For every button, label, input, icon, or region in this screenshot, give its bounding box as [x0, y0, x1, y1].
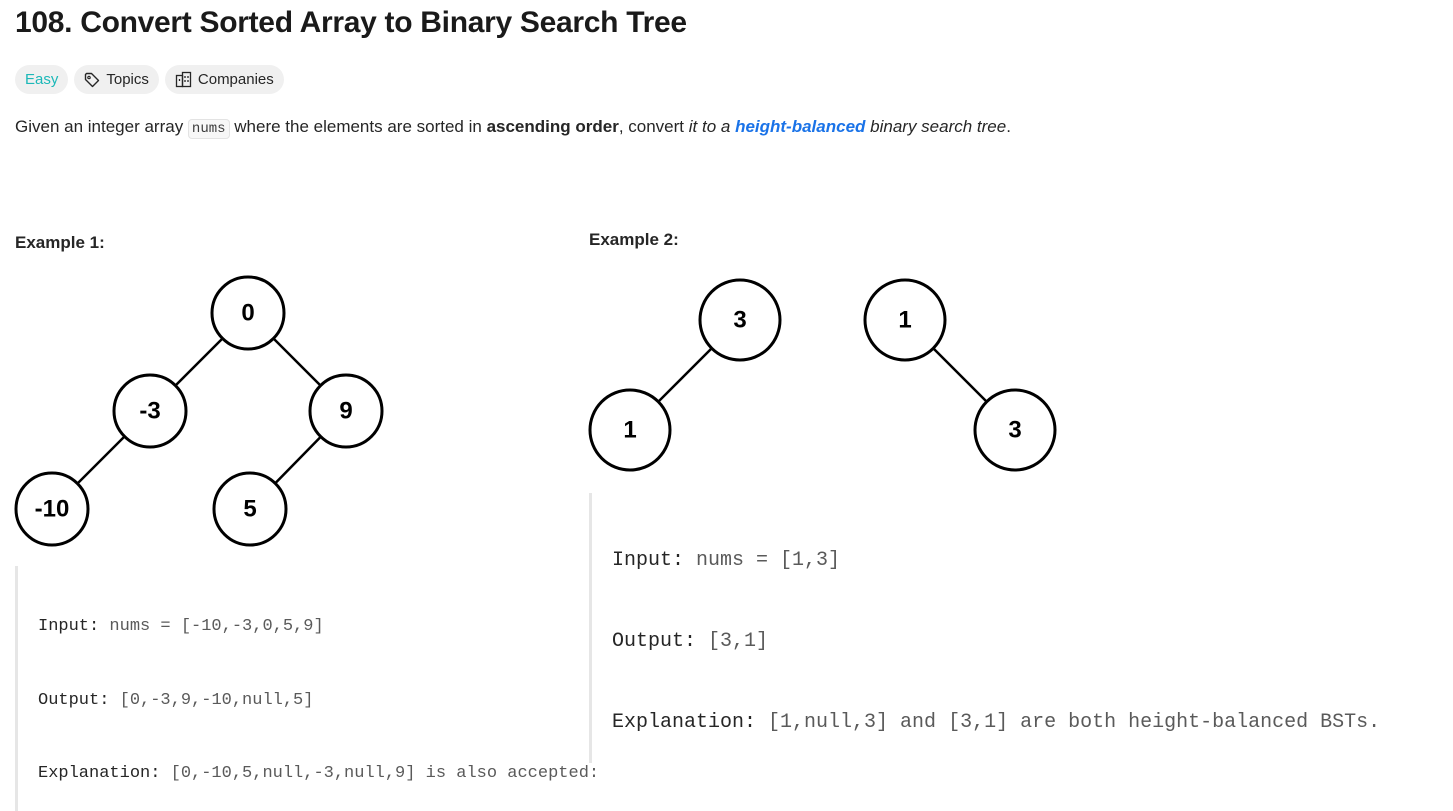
- topics-label: Topics: [106, 71, 149, 88]
- example-1-heading: Example 1:: [15, 233, 105, 252]
- companies-button[interactable]: Companies: [164, 65, 284, 94]
- code-nums: nums: [187, 119, 230, 139]
- tree-node: [863, 278, 947, 362]
- tree-node: [112, 373, 188, 449]
- height-balanced-link[interactable]: height-balanced: [735, 117, 866, 136]
- tree-node: [973, 388, 1057, 472]
- example-2-tree-image: 3 1 1 3: [588, 278, 1057, 472]
- node-label: 0: [241, 300, 254, 327]
- node-label: 3: [1008, 417, 1021, 444]
- tree-node: [308, 373, 384, 449]
- example-2-io: Input: nums = [1,3] Output: [3,1] Explan…: [589, 493, 1380, 763]
- tree-node: [212, 471, 288, 547]
- example-2-explanation: Explanation: [1,null,3] and [3,1] are bo…: [612, 711, 1381, 734]
- desc-bold-ascending: ascending order: [486, 117, 619, 136]
- tree-node: [698, 278, 782, 362]
- node-label: -3: [139, 398, 160, 425]
- example-1-output: Output: [0,-3,9,-10,null,5]: [38, 690, 314, 710]
- building-icon: [175, 71, 192, 88]
- tree-node: [210, 275, 286, 351]
- example-2-output: Output: [3,1]: [612, 630, 769, 653]
- tree-node: [588, 388, 672, 472]
- tag-icon: [85, 72, 100, 87]
- example-1-io: Input: nums = [-10,-3,0,5,9] Output: [0,…: [15, 566, 599, 811]
- node-label: 1: [898, 307, 911, 334]
- desc-italic-1: it to a: [688, 117, 736, 136]
- tag-bar: Easy Topics Companies: [15, 65, 284, 94]
- companies-label: Companies: [197, 71, 274, 88]
- tree-node: [14, 471, 90, 547]
- desc-text-3: , convert: [618, 117, 689, 136]
- node-label: -10: [35, 496, 70, 523]
- difficulty-badge[interactable]: Easy: [15, 65, 69, 94]
- desc-text-4: .: [1006, 117, 1011, 136]
- problem-title: 108. Convert Sorted Array to Binary Sear…: [15, 6, 687, 39]
- node-label: 3: [733, 307, 746, 334]
- node-label: 5: [243, 496, 256, 523]
- node-label: 9: [339, 398, 352, 425]
- topics-button[interactable]: Topics: [74, 65, 159, 94]
- example-2-input: Input: nums = [1,3]: [612, 549, 841, 572]
- problem-description: Given an integer array nums where the el…: [15, 114, 1025, 142]
- example-1-input: Input: nums = [-10,-3,0,5,9]: [38, 617, 324, 636]
- desc-text-1: Given an integer array: [15, 117, 188, 136]
- example-2-heading: Example 2:: [589, 230, 679, 249]
- desc-text-2: where the elements are sorted in: [229, 117, 487, 136]
- node-label: 1: [623, 417, 636, 444]
- desc-italic-2: binary search tree: [865, 117, 1007, 136]
- example-1-tree-image: 0 -3 9 -10 5: [14, 275, 384, 547]
- example-1-explanation: Explanation: [0,-10,5,null,-3,null,9] is…: [38, 764, 600, 783]
